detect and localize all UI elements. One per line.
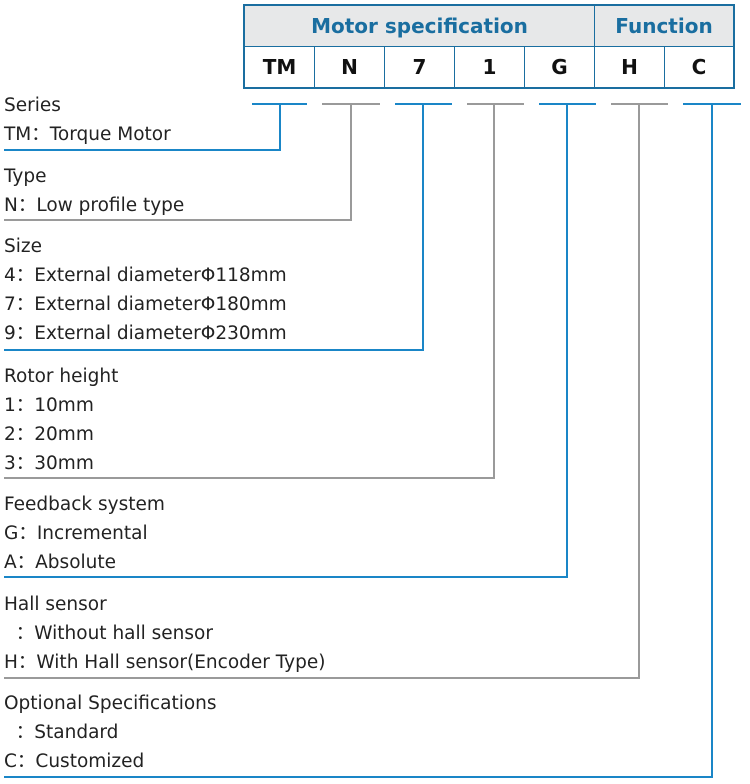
model-code-table: Motor specification Function TM N 7 1 G … (243, 4, 735, 89)
leader-optional (4, 104, 713, 778)
optional-spec-option: ：Standard (4, 722, 119, 743)
code-optional: C (664, 46, 735, 89)
size-option: 9：External diameterΦ230mm (4, 323, 287, 344)
leader-feedback (4, 104, 568, 578)
feedback-option: G：Incremental (4, 523, 148, 544)
function-header: Function (594, 4, 735, 47)
code-rotor-height: 1 (454, 46, 525, 89)
code-feedback: G (524, 46, 595, 89)
leader-hall (4, 104, 640, 679)
hall-sensor-option: H：With Hall sensor(Encoder Type) (4, 652, 326, 673)
size-option: 4：External diameterΦ118mm (4, 265, 287, 286)
series-title: Series (4, 95, 61, 116)
leader-type (4, 104, 352, 221)
code-row: TM N 7 1 G H C (243, 46, 735, 89)
optional-spec-title: Optional Specifications (4, 693, 217, 714)
rotor-height-title: Rotor height (4, 366, 119, 387)
hall-sensor-option: ：Without hall sensor (4, 623, 213, 644)
code-type: N (314, 46, 385, 89)
code-hall-sensor: H (594, 46, 665, 89)
code-series: TM (243, 46, 315, 89)
leader-size (4, 104, 424, 351)
leader-rotor (4, 104, 495, 479)
rotor-height-option: 3：30mm (4, 453, 94, 474)
type-option: N：Low profile type (4, 195, 185, 216)
size-option: 7：External diameterΦ180mm (4, 294, 287, 315)
optional-spec-option: C：Customized (4, 751, 145, 772)
rotor-height-option: 2：20mm (4, 424, 94, 445)
series-option: TM：Torque Motor (4, 124, 171, 145)
hall-sensor-title: Hall sensor (4, 594, 107, 615)
size-title: Size (4, 236, 42, 257)
leader-series (4, 104, 281, 151)
rotor-height-option: 1：10mm (4, 395, 94, 416)
type-title: Type (4, 166, 47, 187)
feedback-option: A：Absolute (4, 552, 117, 573)
feedback-title: Feedback system (4, 494, 165, 515)
